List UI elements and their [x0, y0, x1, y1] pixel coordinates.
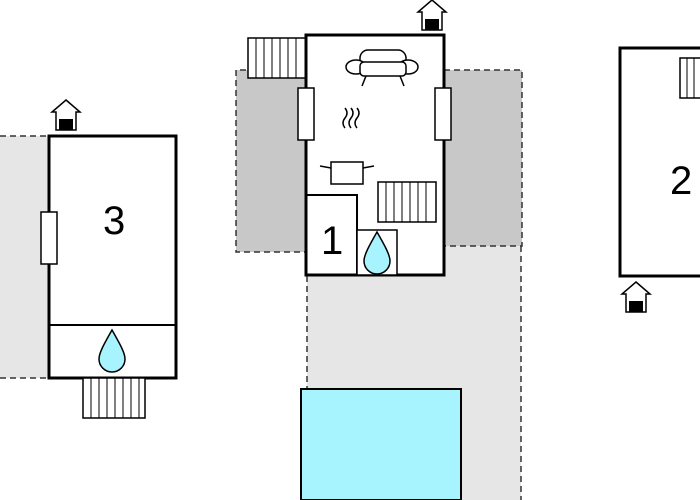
covered-terrace-outline	[444, 69, 523, 247]
unit-1-area: 1	[235, 0, 523, 500]
stairs-icon	[247, 37, 307, 79]
unit-2-area: 2	[618, 46, 700, 313]
covered-terrace	[236, 70, 306, 252]
unit-label-1: 1	[321, 219, 343, 263]
window-icon	[297, 87, 315, 141]
entrance-icon	[49, 99, 83, 131]
stairs-icon	[82, 377, 146, 419]
stairs-icon	[377, 181, 437, 223]
terrace-outline	[0, 135, 48, 379]
covered-terrace	[444, 70, 522, 246]
entrance-icon	[619, 281, 653, 313]
unit-3-area: 3	[0, 99, 178, 419]
entrance-icon	[415, 0, 449, 31]
unit-label-2: 2	[670, 159, 692, 203]
unit-label-3: 3	[103, 199, 125, 243]
sofa-icon	[345, 49, 419, 87]
cooking-pot-icon	[319, 107, 375, 185]
water-drop-icon	[363, 230, 391, 275]
terrace	[0, 136, 48, 378]
window-icon	[40, 211, 58, 265]
stairs-icon	[679, 57, 700, 99]
swimming-pool	[300, 388, 462, 500]
window-icon	[434, 87, 452, 141]
water-drop-icon	[98, 328, 126, 373]
